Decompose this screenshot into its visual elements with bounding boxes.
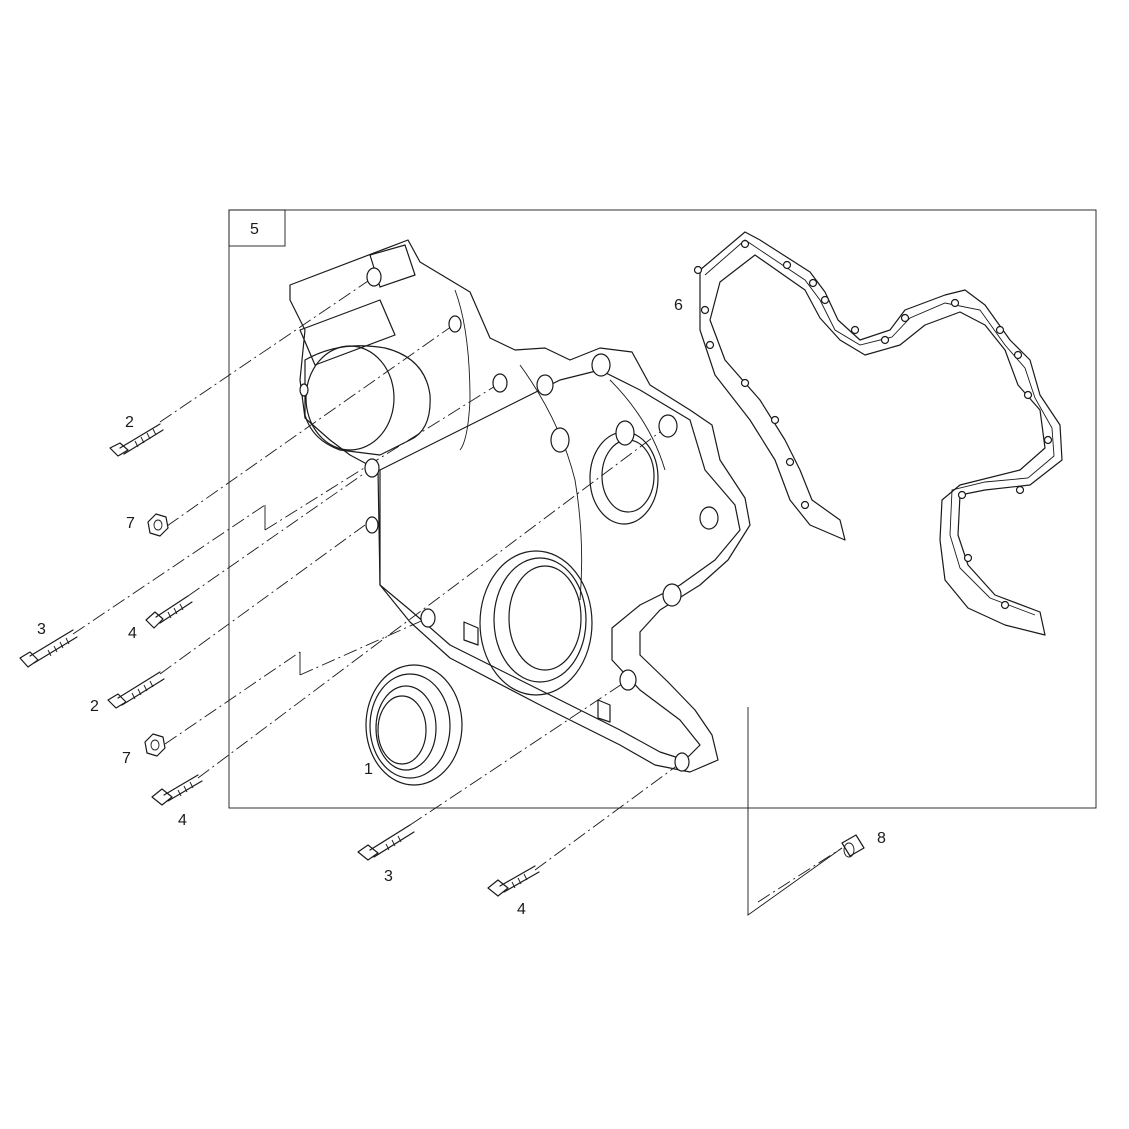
- callout-seal: 1: [364, 761, 373, 778]
- callout-bolt-a-upper: 2: [125, 414, 134, 431]
- assembly-frame: [228, 209, 1097, 809]
- alignment-lines: [72, 276, 843, 903]
- cover-bolt-holes: [299, 267, 719, 772]
- callout-bolt-b-left: 3: [37, 621, 46, 638]
- gasket: [693, 231, 1063, 636]
- callout-bolt-c-upper: 4: [128, 625, 137, 642]
- gasket-bolt-holes: [693, 239, 1053, 610]
- bolt-4-left: [151, 774, 203, 806]
- callout-bolt-a-lower: 2: [90, 698, 99, 715]
- callout-bolt-c-left: 4: [178, 812, 187, 829]
- oil-seal: [365, 664, 463, 786]
- bolt-3-left: [19, 629, 78, 668]
- bolt-4-bottom: [487, 865, 540, 897]
- bolt-2-lower: [107, 671, 165, 709]
- bolt-3-bottom: [357, 824, 415, 861]
- callout-nut-upper: 7: [126, 515, 135, 532]
- bolt-4-upper: [145, 595, 193, 629]
- callout-bolt-c-bottom: 4: [517, 901, 526, 918]
- callout-dowel: 8: [877, 830, 886, 847]
- nut-7-upper: [147, 513, 169, 537]
- fasteners: [19, 423, 865, 897]
- callout-bolt-b-bottom: 3: [384, 868, 393, 885]
- callout-gasket: 6: [674, 297, 683, 314]
- callout-nut-lower: 7: [122, 750, 131, 767]
- bolt-2-upper: [109, 423, 164, 457]
- frame-break-line: [747, 707, 843, 916]
- callout-assembly: 5: [250, 221, 259, 238]
- callout-labels: 5 6 2 7 3 4 2 7 1 4 8 3 4: [37, 221, 886, 918]
- dowel-8: [841, 834, 865, 858]
- nut-7-lower: [144, 733, 166, 757]
- timing-cover: [289, 239, 751, 773]
